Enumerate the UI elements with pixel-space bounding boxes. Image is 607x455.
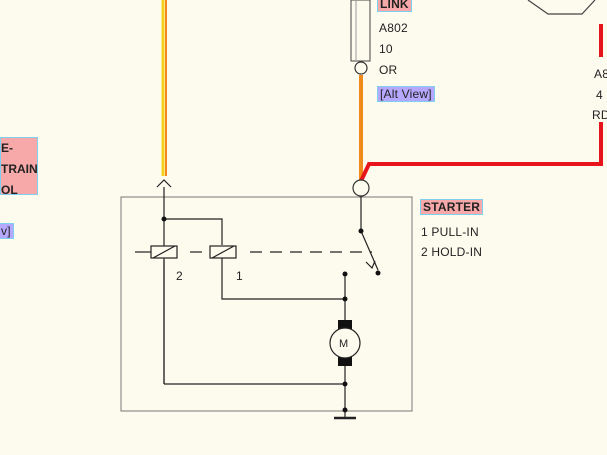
connector-code: A802 xyxy=(379,21,408,35)
left-label-line-3: OL xyxy=(1,183,18,197)
left-label-line-2: TRAIN xyxy=(1,162,38,176)
red-wire[interactable] xyxy=(359,122,603,182)
junction-dots xyxy=(161,216,381,413)
starter-box[interactable] xyxy=(120,196,413,412)
left-alt-view-link[interactable]: v] xyxy=(0,223,14,239)
switch-arrow-icon xyxy=(365,260,376,270)
coil-label-hold-in: 2 xyxy=(176,269,183,283)
pull-in-coil[interactable] xyxy=(209,245,237,259)
right-connector-code: A8 xyxy=(594,67,607,81)
left-label-line-1: E- xyxy=(1,141,13,155)
chevron-connector-icon xyxy=(156,179,172,188)
alt-view-link[interactable]: [Alt View] xyxy=(377,86,435,102)
starter-legend-pull-in: 1 PULL-IN xyxy=(421,225,479,239)
left-component-label-block[interactable]: E- TRAIN OL xyxy=(0,137,38,197)
coil-label-pull-in: 1 xyxy=(236,269,243,283)
starter-internal-wiring xyxy=(163,187,379,418)
connector-a802-body[interactable] xyxy=(350,0,371,75)
hold-in-coil[interactable] xyxy=(150,245,178,259)
starter-title-link[interactable]: STARTER xyxy=(420,199,484,215)
right-connector-outline xyxy=(527,0,596,15)
starter-legend-hold-in: 2 HOLD-IN xyxy=(421,245,483,259)
starter-terminal[interactable] xyxy=(352,179,370,197)
connector-wire-color: OR xyxy=(379,63,398,77)
left-yellow-wire[interactable] xyxy=(161,0,167,176)
right-connector-wire-color: RD xyxy=(592,108,607,122)
starter-motor[interactable] xyxy=(329,320,361,366)
right-connector-pin: 4 xyxy=(596,88,603,102)
connector-pin: 10 xyxy=(379,42,393,56)
motor-label: M xyxy=(339,338,349,350)
connector-link-label[interactable]: LINK xyxy=(377,0,412,12)
